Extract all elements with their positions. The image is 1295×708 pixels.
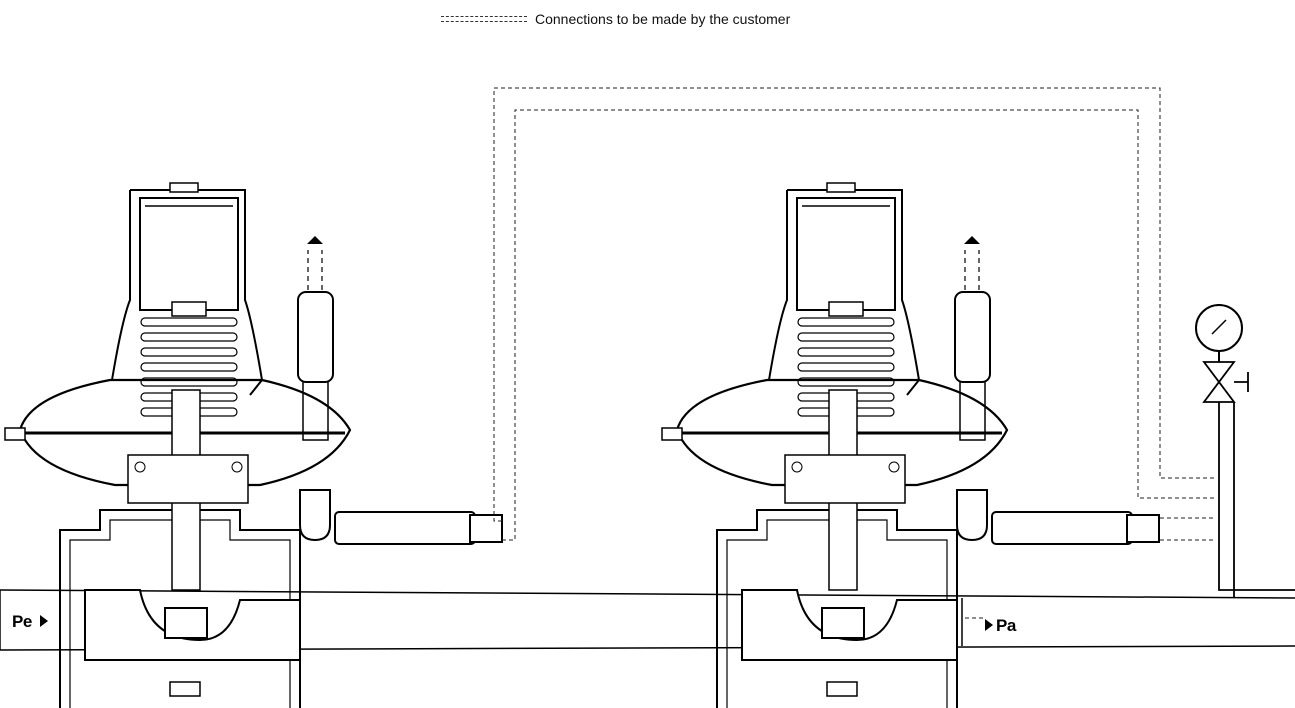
dashed-line-legend-icon <box>441 16 527 22</box>
arrow-right-icon <box>985 619 993 631</box>
arrow-right-icon <box>40 615 48 627</box>
arrow-up-icon <box>307 236 980 244</box>
pressure-gauge-icon <box>1195 304 1243 362</box>
legend-text: Connections to be made by the customer <box>535 11 791 27</box>
regulator-1 <box>3 181 504 708</box>
legend: Connections to be made by the customer <box>441 9 790 29</box>
regulator-2 <box>660 181 1161 708</box>
customer-connections <box>493 87 1215 619</box>
shutoff-valve-icon <box>1202 361 1295 598</box>
inlet-pressure-label: Pe <box>12 612 32 631</box>
outlet-pressure-label: Pa <box>996 616 1016 635</box>
